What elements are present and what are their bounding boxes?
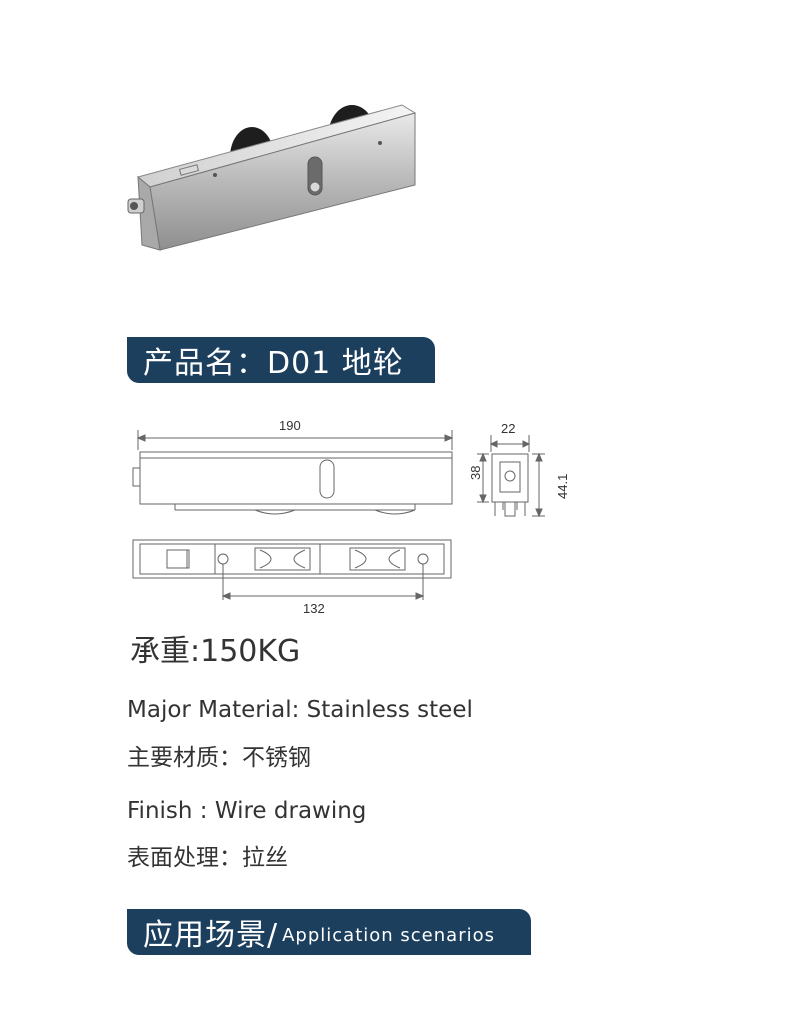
product-title: 产品名：D01 地轮 (143, 346, 404, 381)
finish-en: Finish : Wire drawing (127, 798, 367, 824)
application-title-cn: 应用场景/ (143, 918, 279, 953)
application-title-en: Application scenarios (282, 924, 495, 946)
technical-drawing: 190 132 22 38 44.1 (132, 418, 570, 615)
dim-total-height: 44.1 (555, 474, 570, 499)
load-capacity: 承重:150KG (130, 634, 301, 669)
dim-height: 38 (468, 466, 483, 480)
material-en: Major Material: Stainless steel (127, 697, 473, 723)
dim-width: 22 (501, 421, 515, 436)
material-cn: 主要材质：不锈钢 (127, 745, 311, 771)
finish-cn: 表面处理：拉丝 (127, 845, 288, 871)
dim-length: 190 (279, 418, 301, 433)
product-title-banner: 产品名：D01 地轮 (127, 337, 435, 383)
dim-spacing: 132 (303, 601, 325, 615)
application-banner: 应用场景/ Application scenarios (127, 909, 531, 955)
product-photo (127, 104, 417, 251)
